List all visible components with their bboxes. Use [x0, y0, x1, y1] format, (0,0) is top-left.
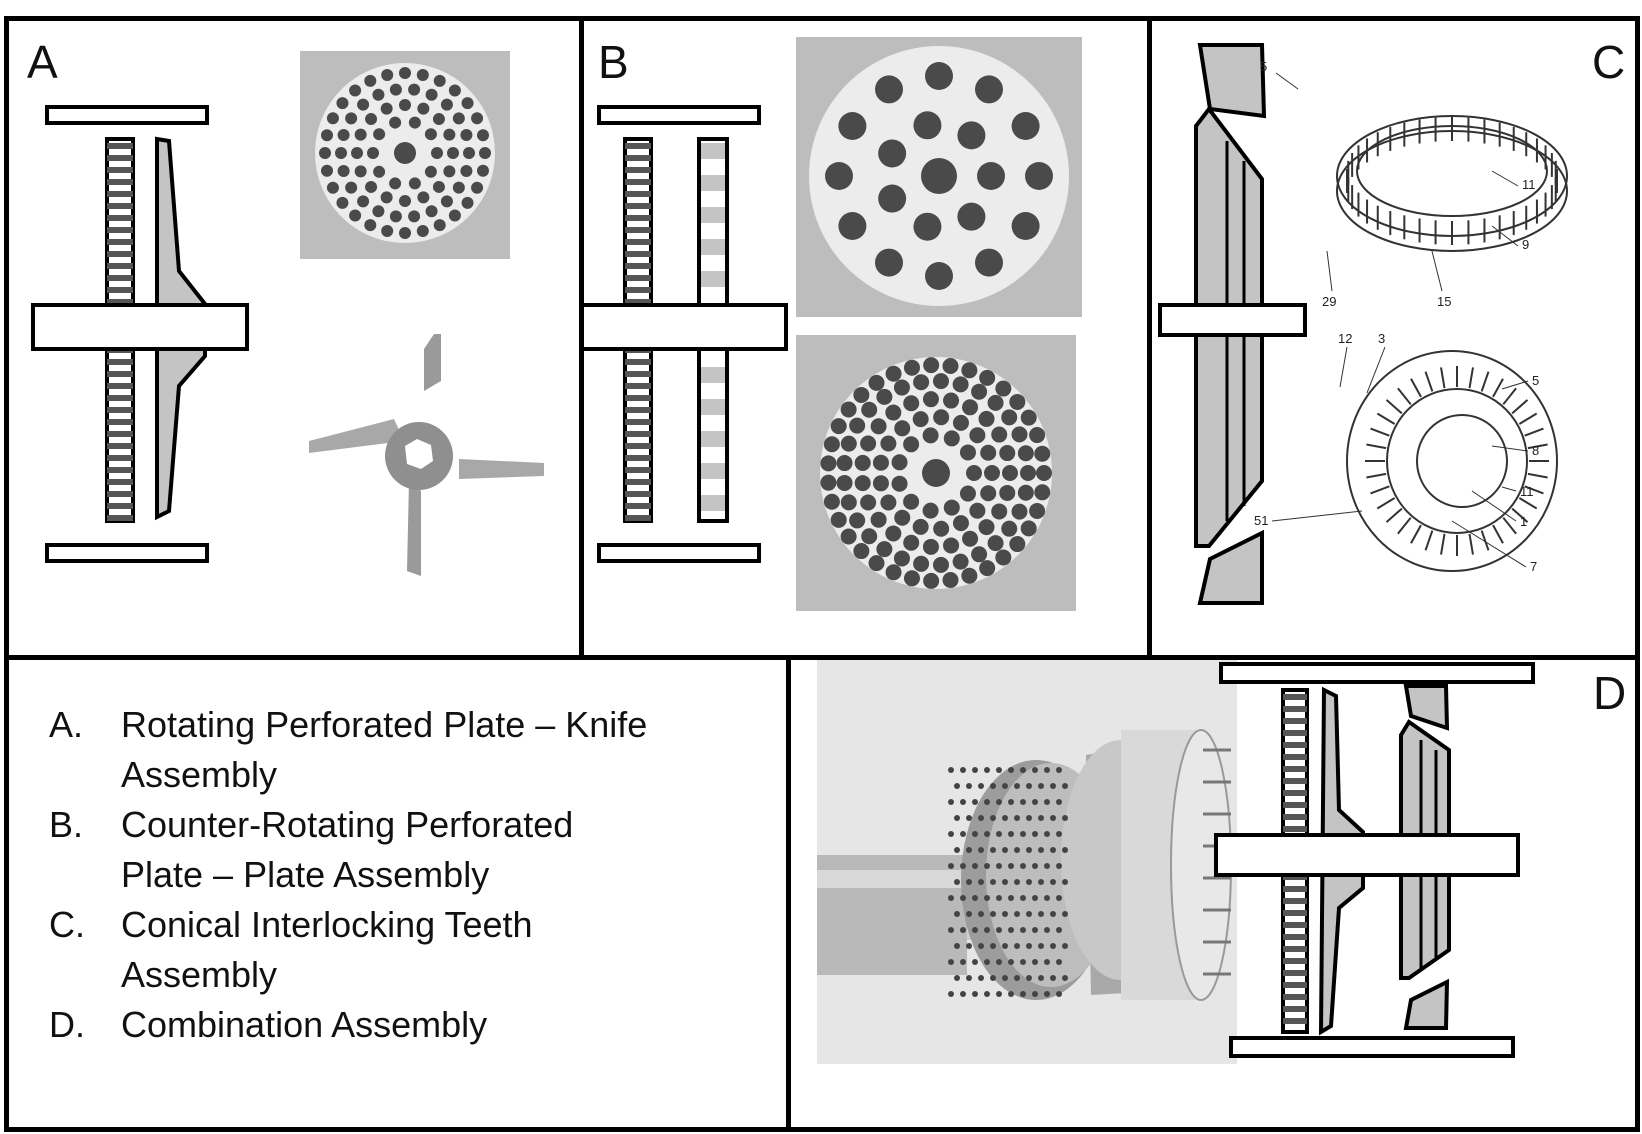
- center-shaft: [31, 303, 249, 351]
- label-8: 8: [1532, 443, 1539, 458]
- legend-text-line1: Combination Assembly: [121, 1004, 488, 1045]
- legend-panel: A. Rotating Perforated Plate – Knife Ass…: [4, 655, 791, 1132]
- bottom-bar: [45, 543, 209, 563]
- label-51: 51: [1254, 513, 1268, 528]
- legend-text-line2: Assembly: [121, 954, 278, 995]
- legend-key: B.: [49, 804, 84, 845]
- center-shaft: [1158, 303, 1307, 337]
- top-bar: [1219, 662, 1535, 684]
- label-5-top: 5: [1260, 59, 1267, 74]
- legend-key: C.: [49, 904, 85, 945]
- legend-text-line1: Conical Interlocking Teeth: [121, 904, 533, 945]
- label-29: 29: [1322, 294, 1336, 309]
- panel-d-diagram: [817, 660, 1535, 1064]
- legend-text-line2: Plate – Plate Assembly: [121, 854, 490, 895]
- panel-c-letter: C: [1592, 36, 1626, 88]
- top-bar: [597, 105, 761, 125]
- center-shaft: [1214, 833, 1520, 877]
- cone-tooth-top: [1197, 43, 1267, 119]
- legend-key: A.: [49, 704, 84, 745]
- cone-tooth-bottom: [1403, 978, 1450, 1030]
- panel-d-letter: D: [1593, 667, 1627, 719]
- panel-c-diagram: 5 11 9 29 15 12 3 5 8 11 1 51 7: [1158, 43, 1568, 605]
- top-bar: [45, 105, 209, 125]
- legend-text-line1: Rotating Perforated Plate – Knife: [121, 704, 648, 745]
- assembly-photo: [817, 729, 1232, 1001]
- legend-item-a: A. Rotating Perforated Plate – Knife Ass…: [49, 700, 769, 800]
- panel-d: D: [786, 655, 1640, 1132]
- patent-drawing-ring-bottom: [1346, 350, 1558, 572]
- perforated-plate-photo-fine: [315, 63, 495, 243]
- cone-tooth-top: [1403, 684, 1450, 731]
- legend-text-line1: Counter-Rotating Perforated: [121, 804, 574, 845]
- legend-key: D.: [49, 1004, 85, 1045]
- panel-b-letter: B: [598, 36, 629, 88]
- panel-b: B: [579, 16, 1152, 660]
- bottom-bar: [597, 543, 761, 563]
- label-3: 3: [1378, 331, 1385, 346]
- perforated-plate-photo-coarse: [809, 46, 1069, 306]
- panel-a: A: [4, 16, 584, 660]
- panel-b-diagram: [584, 37, 1082, 611]
- label-11-top: 11: [1522, 177, 1536, 192]
- legend-item-d: D. Combination Assembly: [49, 1000, 769, 1050]
- label-12: 12: [1338, 331, 1352, 346]
- legend-list: A. Rotating Perforated Plate – Knife Ass…: [49, 700, 769, 1050]
- patent-drawing-ring-top: [1336, 115, 1568, 252]
- label-5-bottom: 5: [1532, 373, 1539, 388]
- panel-a-diagram: [31, 51, 544, 576]
- legend-item-b: B. Counter-Rotating Perforated Plate – P…: [49, 800, 769, 900]
- legend-item-c: C. Conical Interlocking Teeth Assembly: [49, 900, 769, 1000]
- label-1: 1: [1520, 514, 1527, 529]
- center-shaft: [584, 303, 788, 351]
- label-11-bottom: 11: [1520, 484, 1534, 499]
- cone-tooth-bottom: [1197, 529, 1264, 605]
- label-9: 9: [1522, 237, 1529, 252]
- label-15: 15: [1437, 294, 1451, 309]
- panel-c: C 5 11 9 29 15 12 3 5 8 11: [1147, 16, 1640, 660]
- knife-photo: [309, 334, 544, 576]
- legend-text-line2: Assembly: [121, 754, 278, 795]
- label-7: 7: [1530, 559, 1537, 574]
- perforated-plate-photo-fine: [820, 357, 1052, 589]
- panel-a-letter: A: [27, 36, 58, 88]
- bottom-bar: [1229, 1036, 1515, 1058]
